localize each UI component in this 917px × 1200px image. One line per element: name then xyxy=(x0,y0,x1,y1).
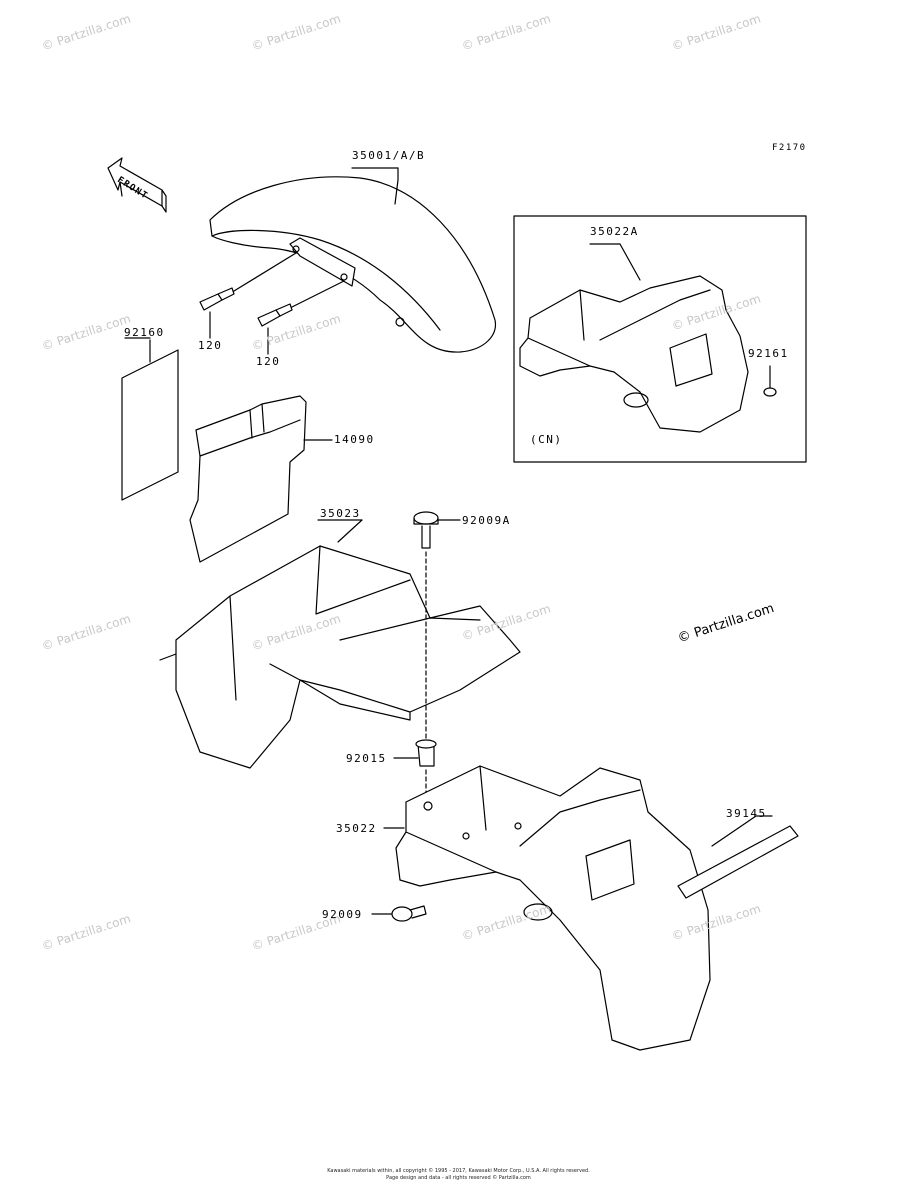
part-label-39145[interactable]: 39145 xyxy=(726,807,767,820)
part-label-92009a[interactable]: 92009A xyxy=(462,514,511,527)
rear-flap-35022a-part[interactable] xyxy=(519,243,749,433)
trim-39145-part[interactable] xyxy=(677,815,799,899)
pad-92160-part[interactable] xyxy=(121,337,179,501)
part-label-92160[interactable]: 92160 xyxy=(124,326,165,339)
front-fender-part[interactable] xyxy=(209,167,496,353)
region-label: (CN) xyxy=(530,433,563,446)
inner-fender-35023-part[interactable] xyxy=(159,519,521,769)
cap-92161-part[interactable] xyxy=(763,365,777,397)
cover-14090-part[interactable] xyxy=(189,395,333,563)
rear-flap-35022-part[interactable] xyxy=(383,765,711,1051)
part-label-35023[interactable]: 35023 xyxy=(320,507,361,520)
bolt-120-a-part[interactable] xyxy=(199,252,297,339)
copyright-line: Kawasaki materials within, all copyright… xyxy=(327,1168,590,1174)
part-label-35022a[interactable]: 35022A xyxy=(590,225,639,238)
collar-92015-part[interactable] xyxy=(393,739,437,801)
bolt-120-b-part[interactable] xyxy=(257,280,345,355)
copyright-line-2: Page design and data - all rights reserv… xyxy=(386,1175,531,1181)
bolt-92009a-part[interactable] xyxy=(413,511,461,741)
part-label-92015[interactable]: 92015 xyxy=(346,752,387,765)
part-label-35001[interactable]: 35001/A/B xyxy=(352,149,426,162)
diagram-id-label: F2170 xyxy=(772,143,807,153)
part-label-92161[interactable]: 92161 xyxy=(748,347,789,360)
part-label-92009[interactable]: 92009 xyxy=(322,908,363,921)
part-label-120-a[interactable]: 120 xyxy=(198,339,223,352)
bolt-92009-part[interactable] xyxy=(371,905,427,922)
part-label-35022[interactable]: 35022 xyxy=(336,822,377,835)
front-arrow-icon xyxy=(107,157,167,213)
part-label-120-b[interactable]: 120 xyxy=(256,355,281,368)
part-label-14090[interactable]: 14090 xyxy=(334,433,375,446)
